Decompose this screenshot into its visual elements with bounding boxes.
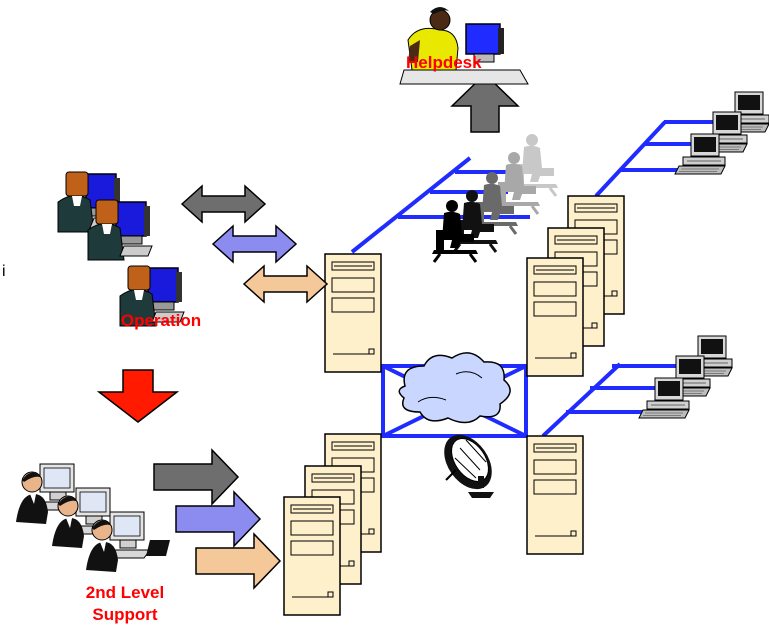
- double-arrow-peach: [242, 264, 329, 304]
- second-level-support-label-line1: 2nd Level: [85, 583, 165, 602]
- support-team-icon: [15, 463, 170, 573]
- helpdesk-agent-icon: [399, 7, 529, 85]
- arrow-right-peach: [195, 532, 282, 590]
- workstations-top-right: [674, 91, 769, 175]
- server-right-bottom: [526, 435, 584, 555]
- arrow-up-gray: [450, 72, 520, 133]
- double-arrow-blue: [211, 224, 298, 264]
- server-center-top: [324, 253, 382, 373]
- helpdesk-label: Helpdesk: [406, 53, 482, 72]
- arrow-right-blue: [175, 490, 262, 548]
- stray-character: i: [2, 263, 6, 280]
- arrow-down-red: [96, 369, 180, 423]
- operation-label: Operation: [120, 311, 202, 330]
- operator-icon: [87, 199, 153, 261]
- cloud-icon: [398, 352, 511, 424]
- people-silhouette-icon: [430, 132, 560, 264]
- server-bottom-cluster: [283, 433, 382, 616]
- workstation-icon: [638, 377, 690, 419]
- satellite-dish-icon: [444, 434, 494, 498]
- server-right-top-cluster: [526, 195, 625, 377]
- double-arrow-gray: [180, 184, 267, 224]
- workstations-bottom-right: [638, 335, 733, 419]
- workstation-icon: [674, 133, 726, 175]
- arrow-right-gray: [153, 448, 240, 506]
- second-level-support-label-line2: Support: [92, 605, 158, 624]
